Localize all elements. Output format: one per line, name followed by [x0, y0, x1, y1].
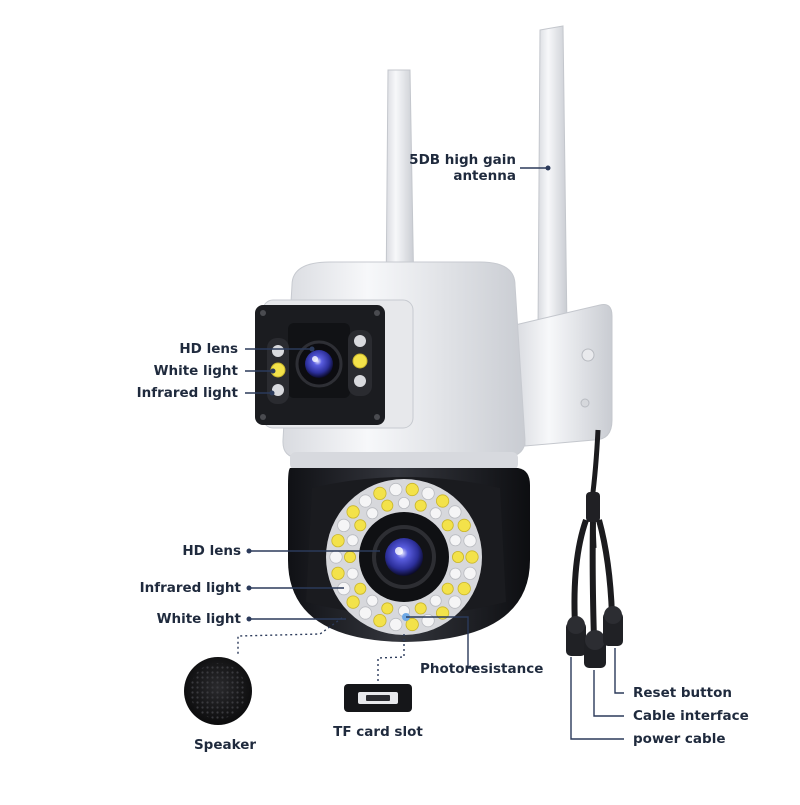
antenna-label-line-1: 5DB high gain [409, 152, 516, 168]
infrared-led [421, 613, 435, 628]
white-light-led [346, 505, 360, 519]
white-light-led [457, 518, 471, 533]
white-light-led [451, 551, 464, 564]
white-light-led [373, 613, 387, 628]
infrared-led [358, 606, 372, 620]
white-light-led [354, 582, 367, 595]
antenna-label-line-2: antenna [453, 168, 516, 184]
white-light-led [441, 519, 454, 532]
white-light-led [346, 595, 360, 609]
white-light-led [405, 617, 419, 632]
infrared-led [429, 594, 442, 607]
top-white-light-label: White light [153, 363, 238, 379]
infrared-led [346, 534, 359, 547]
infrared-led [389, 482, 403, 497]
infrared-led [346, 567, 359, 580]
white-light-led [331, 566, 345, 580]
wall-bracket [514, 304, 613, 447]
white-light-led [414, 602, 427, 615]
infrared-led [397, 496, 410, 509]
white-light-led [354, 519, 367, 532]
white-light-led [414, 499, 427, 512]
infrared-led [449, 534, 462, 547]
infrared-led [366, 594, 379, 607]
white-light-led [435, 606, 450, 620]
top-infrared-light-label: Infrared light [136, 385, 238, 401]
infrared-led [448, 505, 462, 519]
tf-card-slot-label: TF card slot [333, 724, 423, 740]
infrared-led [448, 595, 462, 609]
cable-interface-label: Cable interface [633, 708, 749, 724]
infrared-led [429, 507, 442, 520]
bottom-infrared-light-label: Infrared light [139, 580, 241, 596]
white-light-led [331, 534, 345, 548]
photoresistance-label: Photoresistance [420, 661, 544, 677]
infrared-led [449, 567, 462, 580]
bottom-white-light-label: White light [156, 611, 241, 627]
white-light-led [441, 582, 454, 595]
infrared-led [337, 518, 351, 533]
white-light-led [405, 482, 419, 497]
white-light-led [343, 551, 356, 564]
infrared-led [358, 494, 372, 508]
speaker-label: Speaker [193, 737, 257, 753]
white-light-led [465, 550, 479, 564]
infrared-led [329, 550, 343, 564]
white-light-led [381, 499, 394, 512]
infrared-led [463, 534, 477, 548]
right-antenna [537, 25, 568, 333]
bottom-hd-lens-label: HD lens [182, 543, 241, 559]
infrared-led [463, 566, 477, 580]
top-hd-lens-label: HD lens [179, 341, 238, 357]
power-cable-label: power cable [633, 731, 726, 747]
infrared-led [421, 486, 435, 500]
white-light-led [381, 602, 394, 615]
white-light-led [373, 486, 387, 500]
white-light-led [435, 494, 450, 508]
reset-button-label: Reset button [633, 685, 732, 701]
white-light-led [457, 581, 471, 596]
infrared-led [366, 507, 379, 520]
antenna-label: 5DB high gain antenna [400, 152, 516, 184]
infrared-led [389, 617, 403, 632]
